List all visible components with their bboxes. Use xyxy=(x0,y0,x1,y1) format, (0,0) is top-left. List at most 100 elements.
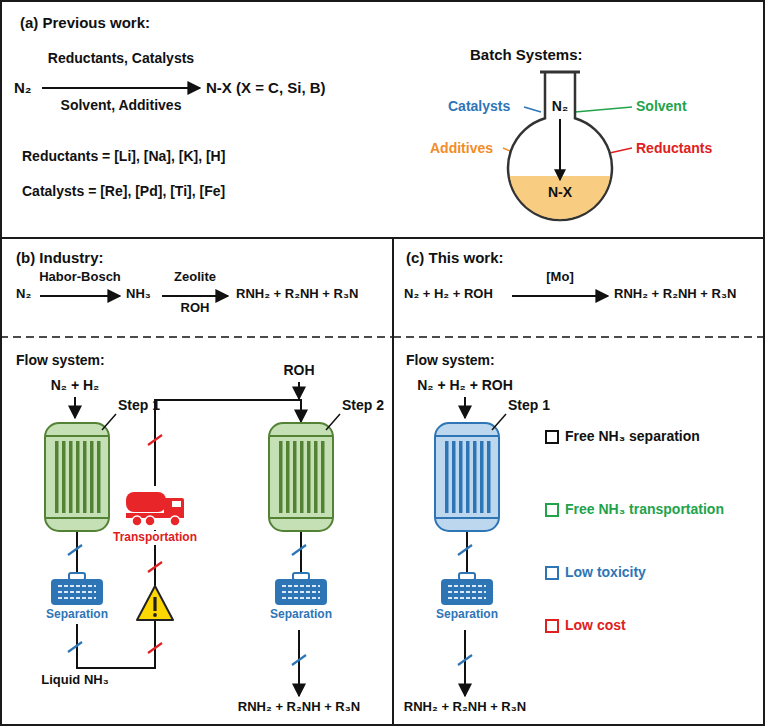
text-label: RNH₂ + R₂NH + R₃N xyxy=(404,700,526,715)
packing-stripe xyxy=(300,441,304,513)
batch-flask: N₂ N-X xyxy=(502,72,618,222)
checkbox-swatch xyxy=(545,619,559,633)
packing-stripe xyxy=(307,441,311,513)
flask-species: N-X xyxy=(548,184,572,200)
checkbox-swatch xyxy=(545,503,559,517)
checklist-text: Free NH₃ separation xyxy=(565,428,700,444)
packing-stripe xyxy=(279,441,283,513)
text-label: Reductants, Catalysts xyxy=(48,50,194,66)
step-label: Step 1 xyxy=(118,397,160,413)
checkbox-swatch xyxy=(545,430,559,444)
packing-stripe xyxy=(55,441,59,513)
separator-icon xyxy=(440,572,494,606)
panel-heading: (c) This work: xyxy=(406,249,504,266)
text-label: Additives xyxy=(430,140,493,156)
text-label: RNH₂ + R₂NH + R₃N xyxy=(614,287,736,302)
panel: (a) Previous work: N₂ N-X xyxy=(0,0,765,239)
flask-body xyxy=(508,72,612,220)
text-label: N₂ + H₂ xyxy=(51,377,100,393)
warning-sign xyxy=(137,586,173,620)
product-arrow xyxy=(298,630,300,696)
text-label: [Mo] xyxy=(546,270,573,285)
packing-stripe xyxy=(445,441,449,513)
text-label: N₂ xyxy=(16,287,31,302)
packing-stripe xyxy=(473,441,477,513)
text-label: RNH₂ + R₂NH + R₃N xyxy=(236,287,358,302)
text-label: ROH xyxy=(283,362,314,378)
leader-line xyxy=(524,107,541,112)
product-arrow xyxy=(464,630,466,696)
panel-heading: (a) Previous work: xyxy=(20,14,150,31)
leader-line xyxy=(492,414,506,430)
reactor-column: Step 1 xyxy=(44,422,110,532)
text-label: Solvent xyxy=(636,98,687,114)
panel: (c) This work: Step 1 Separation xyxy=(392,237,765,726)
leader-line xyxy=(102,414,116,430)
separation-label: Separation xyxy=(46,608,108,622)
flow-line xyxy=(76,532,78,572)
text-label: Zeolite xyxy=(174,270,216,285)
step-label: Step 2 xyxy=(342,397,384,413)
text-label: N₂ + H₂ + ROH xyxy=(417,377,513,393)
packing-stripe xyxy=(487,441,491,513)
packing-stripe xyxy=(69,441,73,513)
edge-label: Liquid NH₃ xyxy=(39,673,110,688)
packing-stripe xyxy=(321,441,325,513)
text-label: RNH₂ + R₂NH + R₃N xyxy=(238,700,360,715)
text-label: Flow system: xyxy=(16,352,105,368)
step-label: Step 1 xyxy=(508,397,550,413)
reaction-arrow xyxy=(162,295,228,297)
tanker-truck-icon xyxy=(122,486,188,530)
reaction-arrow xyxy=(40,295,120,297)
text-label: N₂ xyxy=(14,79,32,96)
reactor-column xyxy=(44,422,110,532)
packing-stripe xyxy=(62,441,66,513)
checklist-item: Low toxicity xyxy=(545,563,646,581)
checklist-text: Free NH₃ transportation xyxy=(565,501,724,517)
packing-stripe xyxy=(286,441,290,513)
text-label: N₂ + H₂ + ROH xyxy=(404,287,493,302)
checklist-item: Free NH₃ separation xyxy=(545,427,700,445)
text-label: Batch Systems: xyxy=(470,46,583,63)
dashed-divider xyxy=(393,336,765,338)
packing-stripe xyxy=(83,441,87,513)
flow-line xyxy=(300,532,302,572)
text-label: Reductants xyxy=(636,140,712,156)
separation-unit: Separation xyxy=(43,572,112,624)
separator-icon xyxy=(274,572,328,606)
text-label: ROH xyxy=(181,301,210,316)
packing-stripe xyxy=(97,441,101,513)
flow-line xyxy=(77,400,301,668)
reaction-arrow xyxy=(512,295,608,297)
reactor-column xyxy=(434,422,500,532)
checkbox-swatch xyxy=(545,566,559,580)
reactor-column: Step 2 xyxy=(268,422,334,532)
leader-line xyxy=(326,414,340,430)
feed-arrow xyxy=(298,382,300,399)
text-label: Catalysts = [Re], [Pd], [Ti], [Fe] xyxy=(22,183,225,199)
packing-stripe xyxy=(293,441,297,513)
packing-stripe xyxy=(480,441,484,513)
text-label: Transportation xyxy=(111,531,199,545)
text-label: Solvent, Additives xyxy=(61,97,182,113)
flow-line xyxy=(466,532,468,572)
flask-species: N₂ xyxy=(552,98,568,114)
flask-lip xyxy=(540,71,580,74)
separator-icon xyxy=(50,572,104,606)
reaction-arrow xyxy=(559,119,561,180)
text-label: N-X (X = C, Si, B) xyxy=(206,79,326,96)
text-label: Catalysts xyxy=(448,98,510,114)
panel-heading: (b) Industry: xyxy=(16,249,104,266)
feed-arrow xyxy=(74,397,76,418)
packing-stripe xyxy=(452,441,456,513)
dashed-divider xyxy=(0,336,392,338)
separation-unit: Separation xyxy=(267,572,336,624)
checklist-text: Low toxicity xyxy=(565,564,646,580)
checklist-text: Low cost xyxy=(565,617,626,633)
checklist-item: Free NH₃ transportation xyxy=(545,500,724,518)
separation-label: Separation xyxy=(436,608,498,622)
packing-stripe xyxy=(466,441,470,513)
packing-stripe xyxy=(314,441,318,513)
text-label: NH₃ xyxy=(126,287,151,302)
reactor-column xyxy=(268,422,334,532)
